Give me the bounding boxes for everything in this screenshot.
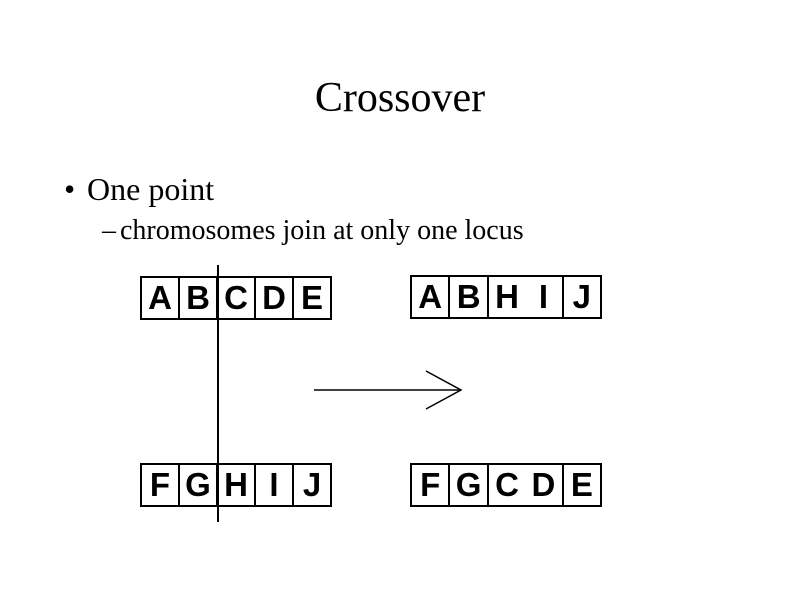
bullet-text: One point [87, 171, 215, 207]
gene-cell-J: J [561, 277, 600, 317]
bullet-icon: • [64, 171, 76, 207]
gene-cell-C: C [216, 278, 254, 318]
sub-bullet-item: – chromosomes join at only one locus [102, 214, 524, 248]
right-arrow-icon [310, 365, 466, 415]
gene-cell-C: C [486, 465, 525, 505]
gene-cell-A: A [418, 278, 443, 315]
gene-cell-H: H [216, 465, 254, 505]
crossover-cut-line [217, 265, 219, 522]
gene-cell-F: F [420, 466, 441, 503]
gene-cell-F: F [149, 466, 171, 503]
gene-cell-H: H [486, 277, 525, 317]
gene-cell-D: D [531, 466, 556, 503]
gene-cell-I: I [538, 278, 548, 315]
gene-cell-D: D [254, 278, 292, 318]
gene-cell-E: E [561, 465, 600, 505]
sub-bullet-text: chromosomes join at only one locus [120, 215, 524, 246]
gene-cell-B: B [448, 277, 486, 317]
gene-cell-G: G [178, 465, 216, 505]
dash-icon: – [102, 215, 116, 246]
gene-cell-G: G [448, 465, 486, 505]
slide-title: Crossover [314, 75, 486, 121]
bullet-item: • One point [64, 170, 214, 208]
gene-cell-A: A [148, 279, 172, 316]
gene-cell-I: I [254, 465, 292, 505]
gene-cell-B: B [178, 278, 216, 318]
gene-cell-J: J [292, 465, 330, 505]
gene-cell-E: E [292, 278, 330, 318]
